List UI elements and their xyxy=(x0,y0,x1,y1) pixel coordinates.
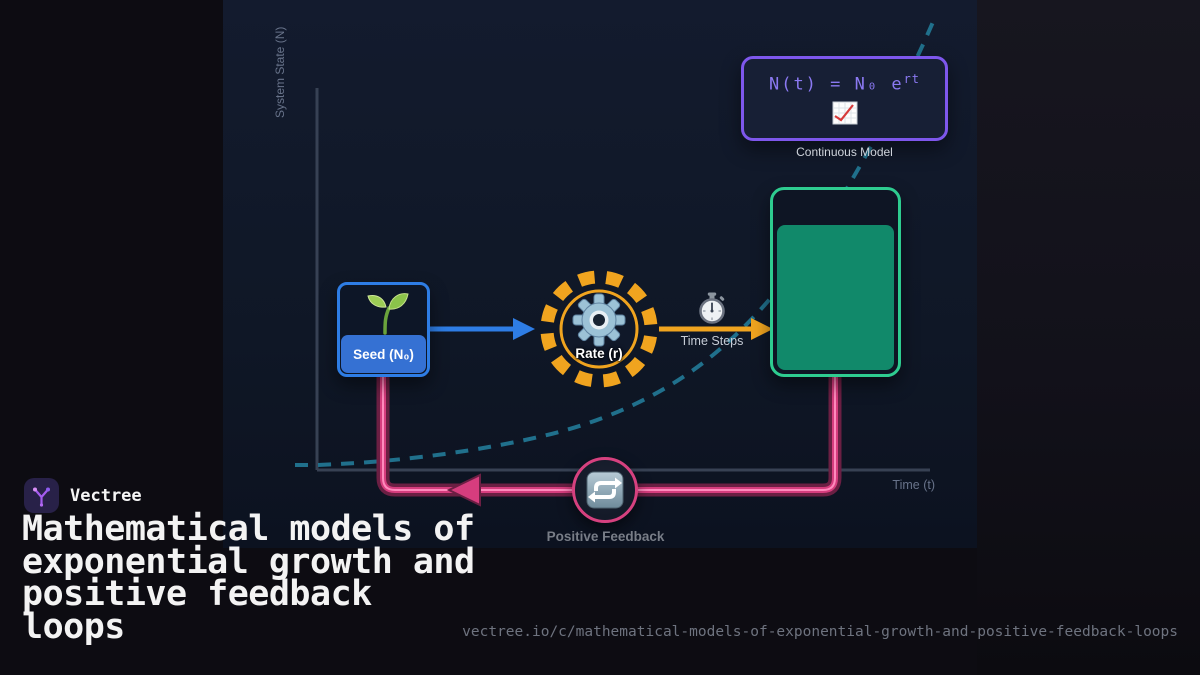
formula-exponent: rt xyxy=(903,72,921,86)
rate-node-label: Rate (r) xyxy=(575,346,623,361)
feedback-arrowhead xyxy=(446,473,481,507)
exponential-growth-curve xyxy=(295,21,935,467)
y-axis-label: System State (N) xyxy=(273,26,287,118)
seed-to-rate-arrow xyxy=(430,318,535,340)
gear-icon xyxy=(572,293,626,347)
positive-feedback-label: Positive Feedback xyxy=(546,529,665,544)
stopwatch-icon xyxy=(699,292,725,324)
positive-feedback-node xyxy=(572,457,638,523)
tank-fill-level xyxy=(777,225,894,370)
continuous-model-caption: Continuous Model xyxy=(796,145,893,159)
chart-increasing-icon xyxy=(832,101,857,125)
formula-base: N(t) = N₀ e xyxy=(768,74,904,95)
growth-tank xyxy=(770,187,901,377)
repeat-icon xyxy=(586,471,624,509)
seed-node-label: Seed (N₀) xyxy=(341,335,426,373)
page-title: Mathematical models of exponential growt… xyxy=(22,509,475,647)
page-url: vectree.io/c/mathematical-models-of-expo… xyxy=(462,624,1178,640)
time-steps-label: Time Steps xyxy=(680,334,744,348)
seedling-icon xyxy=(367,293,409,335)
x-axis-label: Time (t) xyxy=(892,478,935,492)
continuous-model-card: N(t) = N₀ ert xyxy=(741,56,948,141)
diagram-panel: N(t) = N₀ ert Continuous Model Seed (N₀)… xyxy=(223,0,977,548)
vectree-logo-icon xyxy=(33,487,50,507)
growth-formula: N(t) = N₀ ert xyxy=(769,72,920,95)
right-background-column xyxy=(977,0,1200,675)
rate-to-tank-arrow xyxy=(659,318,773,340)
brand-name: Vectree xyxy=(70,486,142,506)
vectree-logo xyxy=(24,478,59,513)
